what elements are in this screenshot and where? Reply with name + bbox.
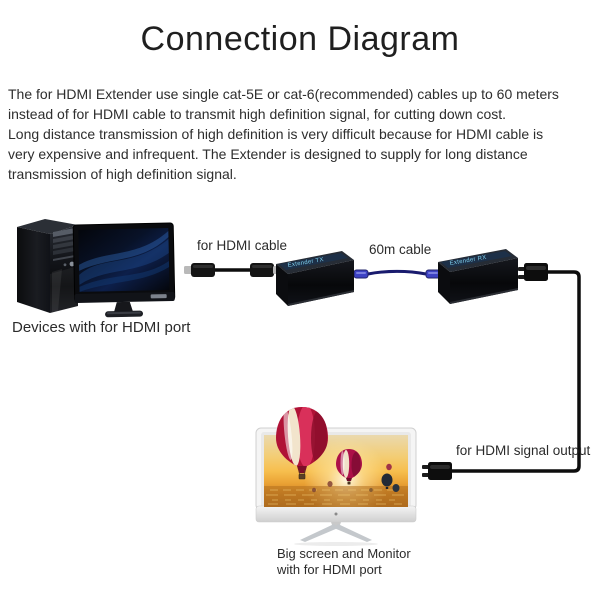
description-line: instead of for HDMI cable to transmit hi… (8, 106, 507, 122)
hdmi-plug-to-receiver (518, 263, 548, 281)
display-label: Big screen and Monitor with for HDMI por… (277, 546, 411, 578)
output-cable-label: for HDMI signal output (456, 443, 591, 458)
description-line: transmission of high definition signal. (8, 166, 237, 182)
tv-screen (264, 435, 408, 507)
medium-balloon (336, 449, 362, 485)
display-tv-illustration (255, 407, 417, 546)
pc-tower (17, 219, 78, 313)
source-device-illustration (17, 219, 176, 318)
description-line: The for HDMI Extender use single cat-5E … (8, 86, 559, 102)
tv-stand (294, 522, 378, 546)
display-label-line2: with for HDMI port (277, 562, 382, 577)
page-title: Connection Diagram (140, 20, 460, 58)
source-device-label: Devices with for HDMI port (12, 319, 191, 336)
rx-extender-box: Extender RX (438, 249, 518, 304)
hdmi-cable-graphic (184, 263, 282, 277)
display-label-line1: Big screen and Monitor (277, 546, 411, 561)
hdmi-plug-to-display (422, 462, 452, 480)
pc-monitor-stand (114, 301, 134, 313)
description-line: Long distance transmission of high defin… (8, 126, 544, 142)
description-paragraph: The for HDMI Extender use single cat-5E … (8, 84, 598, 184)
output-cable-graphic (422, 263, 581, 480)
pc-monitor (72, 222, 176, 318)
cat-cable-graphic (354, 269, 440, 279)
tx-box-label: Extender TX (287, 257, 324, 269)
tx-extender-box: Extender TX (276, 251, 354, 306)
big-balloon (276, 407, 328, 480)
description-line: very expensive and infrequent. The Exten… (8, 146, 528, 162)
hdmi-cable-label: for HDMI cable (197, 238, 288, 253)
distant-balloons (312, 463, 400, 493)
cat-cable-label: 60m cable (369, 242, 432, 257)
